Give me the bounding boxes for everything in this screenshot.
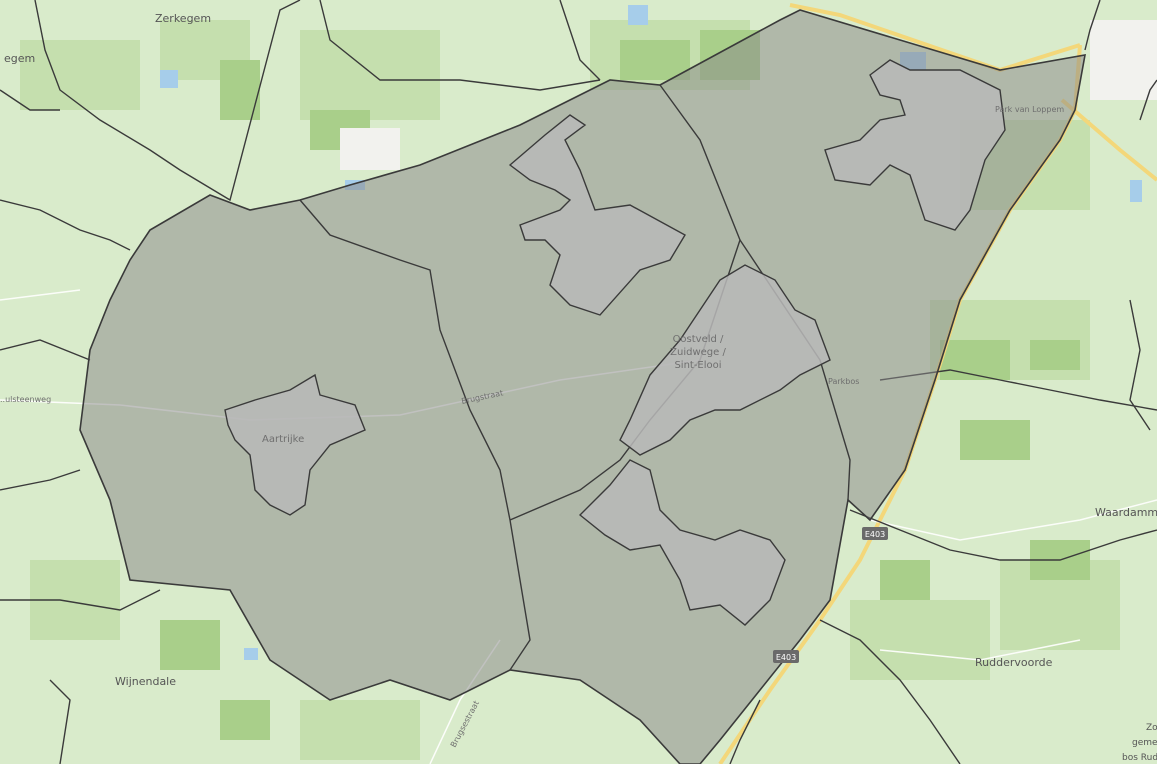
label-parkbos: Parkbos (828, 377, 859, 386)
label-waardamme: Waardamme (1095, 506, 1157, 519)
municipality-region[interactable] (79, 9, 1086, 764)
urban-areas (224, 59, 1006, 626)
urban-zuidwege-south (578, 459, 786, 626)
industrial-area (340, 128, 400, 170)
urban-north-zone (508, 114, 686, 316)
svg-text:gemee: gemee (1132, 738, 1157, 748)
urban-aartrijke (224, 373, 366, 516)
svg-text:bos Rudd: bos Rudd (1122, 753, 1157, 763)
label-steenweg: ..ulsteenweg (0, 395, 51, 404)
svg-text:E403: E403 (776, 653, 796, 662)
urban-oostveld (619, 264, 831, 456)
svg-text:E403: E403 (865, 530, 885, 539)
label-aartrijke: Aartrijke (262, 434, 304, 445)
svg-text:Zuidwege /: Zuidwege / (670, 347, 726, 358)
label-park-van-loppem: Park van Loppem (995, 105, 1064, 114)
svg-text:Zon: Zon (1146, 723, 1157, 733)
road-shield-e403-upper: E403 (862, 527, 888, 540)
region-outline[interactable] (79, 9, 1086, 764)
industrial-area-right (1090, 20, 1157, 100)
label-ruddervoorde: Ruddervoorde (975, 656, 1053, 669)
label-zomergem-bos: Zon gemee bos Rudd (1122, 723, 1157, 763)
svg-text:Sint-Elooi: Sint-Elooi (674, 360, 721, 371)
label-wijnendale: Wijnendale (115, 675, 176, 688)
urban-park-van-loppem (824, 59, 1006, 231)
label-zerkegem: Zerkegem (155, 12, 211, 25)
road-shield-e403-lower: E403 (773, 650, 799, 663)
label-egem: egem (4, 52, 35, 65)
label-oostveld: Oostveld / Zuidwege / Sint-Elooi (670, 334, 726, 371)
svg-text:Oostveld /: Oostveld / (673, 334, 724, 345)
